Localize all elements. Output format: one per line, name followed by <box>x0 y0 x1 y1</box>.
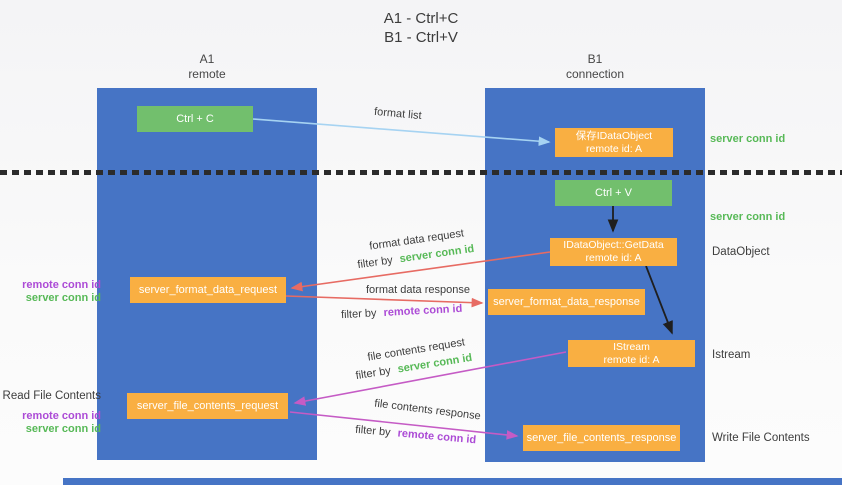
label-write-file-contents: Write File Contents <box>712 432 810 444</box>
node-save-idataobject-line2: remote id: A <box>585 142 643 155</box>
node-istream-line1: IStream <box>613 340 650 353</box>
node-ctrl-c: Ctrl + C <box>137 106 253 132</box>
filter-by-text: filter by <box>340 307 377 322</box>
node-ctrl-v-label: Ctrl + V <box>595 186 632 199</box>
label-filter-by-remote-conn-id-2: filter by remote conn id <box>355 424 477 447</box>
label-read-file-contents: Read File Contents <box>2 390 101 402</box>
label-format-data-response: format data response <box>366 284 470 296</box>
lane-b1-header: B1 connection <box>485 52 705 82</box>
node-getdata-line2: remote id: A <box>585 252 642 264</box>
filter-by-text: filter by <box>354 364 392 383</box>
label-remote-conn-id-left-2: remote conn id <box>22 410 101 422</box>
node-server-file-contents-response: server_file_contents_response <box>523 425 680 451</box>
node-server-file-contents-request: server_file_contents_request <box>127 393 288 419</box>
node-server-format-data-response: server_format_data_response <box>488 289 645 315</box>
page-title: A1 - Ctrl+C B1 - Ctrl+V <box>0 9 842 47</box>
label-dataobject: DataObject <box>712 246 770 258</box>
node-file-request-label: server_file_contents_request <box>136 399 279 412</box>
label-remote-conn-id-left-1: remote conn id <box>22 279 101 291</box>
label-server-conn-id-left-1: server conn id <box>25 292 101 304</box>
label-filter-by-remote-conn-id-1: filter by remote conn id <box>341 303 463 321</box>
node-format-response-label: server_format_data_response <box>493 295 640 308</box>
node-ctrl-v: Ctrl + V <box>555 180 672 206</box>
separator-dotted-line <box>0 170 842 175</box>
node-istream-line2: remote id: A <box>603 353 660 366</box>
label-istream: Istream <box>712 349 751 361</box>
lane-a1-name: A1 <box>199 52 215 66</box>
label-server-conn-id-top: server conn id <box>710 133 786 145</box>
node-format-request-label: server_format_data_request <box>138 283 278 296</box>
node-save-idataobject: 保存IDataObject remote id: A <box>555 128 673 157</box>
title-line-2: B1 - Ctrl+V <box>384 29 458 46</box>
bottom-accent-bar <box>63 478 842 485</box>
node-ctrl-c-label: Ctrl + C <box>176 112 214 125</box>
lane-b1-name: B1 <box>587 52 603 66</box>
label-server-conn-id-mid: server conn id <box>710 211 786 223</box>
node-istream: IStream remote id: A <box>568 340 695 367</box>
title-line-1: A1 - Ctrl+C <box>383 10 459 27</box>
label-format-list: format list <box>373 105 423 123</box>
label-server-conn-id-left-2: server conn id <box>25 423 101 435</box>
node-getdata-line1: IDataObject::GetData <box>563 239 664 251</box>
filter-by-text: filter by <box>354 423 392 439</box>
filter-by-text: filter by <box>356 254 394 272</box>
label-file-contents-response: file contents response <box>373 397 482 423</box>
lane-a1-header: A1 remote <box>97 52 317 82</box>
lane-b1-subtitle: connection <box>565 67 625 81</box>
node-save-idataobject-line1: 保存IDataObject <box>575 129 653 142</box>
remote-conn-id-text: remote conn id <box>397 427 477 447</box>
node-file-response-label: server_file_contents_response <box>526 431 677 444</box>
lane-a1-subtitle: remote <box>188 67 226 81</box>
remote-conn-id-text: remote conn id <box>383 302 463 319</box>
node-server-format-data-request: server_format_data_request <box>130 277 286 303</box>
node-idataobject-getdata: IDataObject::GetData remote id: A <box>550 238 677 266</box>
